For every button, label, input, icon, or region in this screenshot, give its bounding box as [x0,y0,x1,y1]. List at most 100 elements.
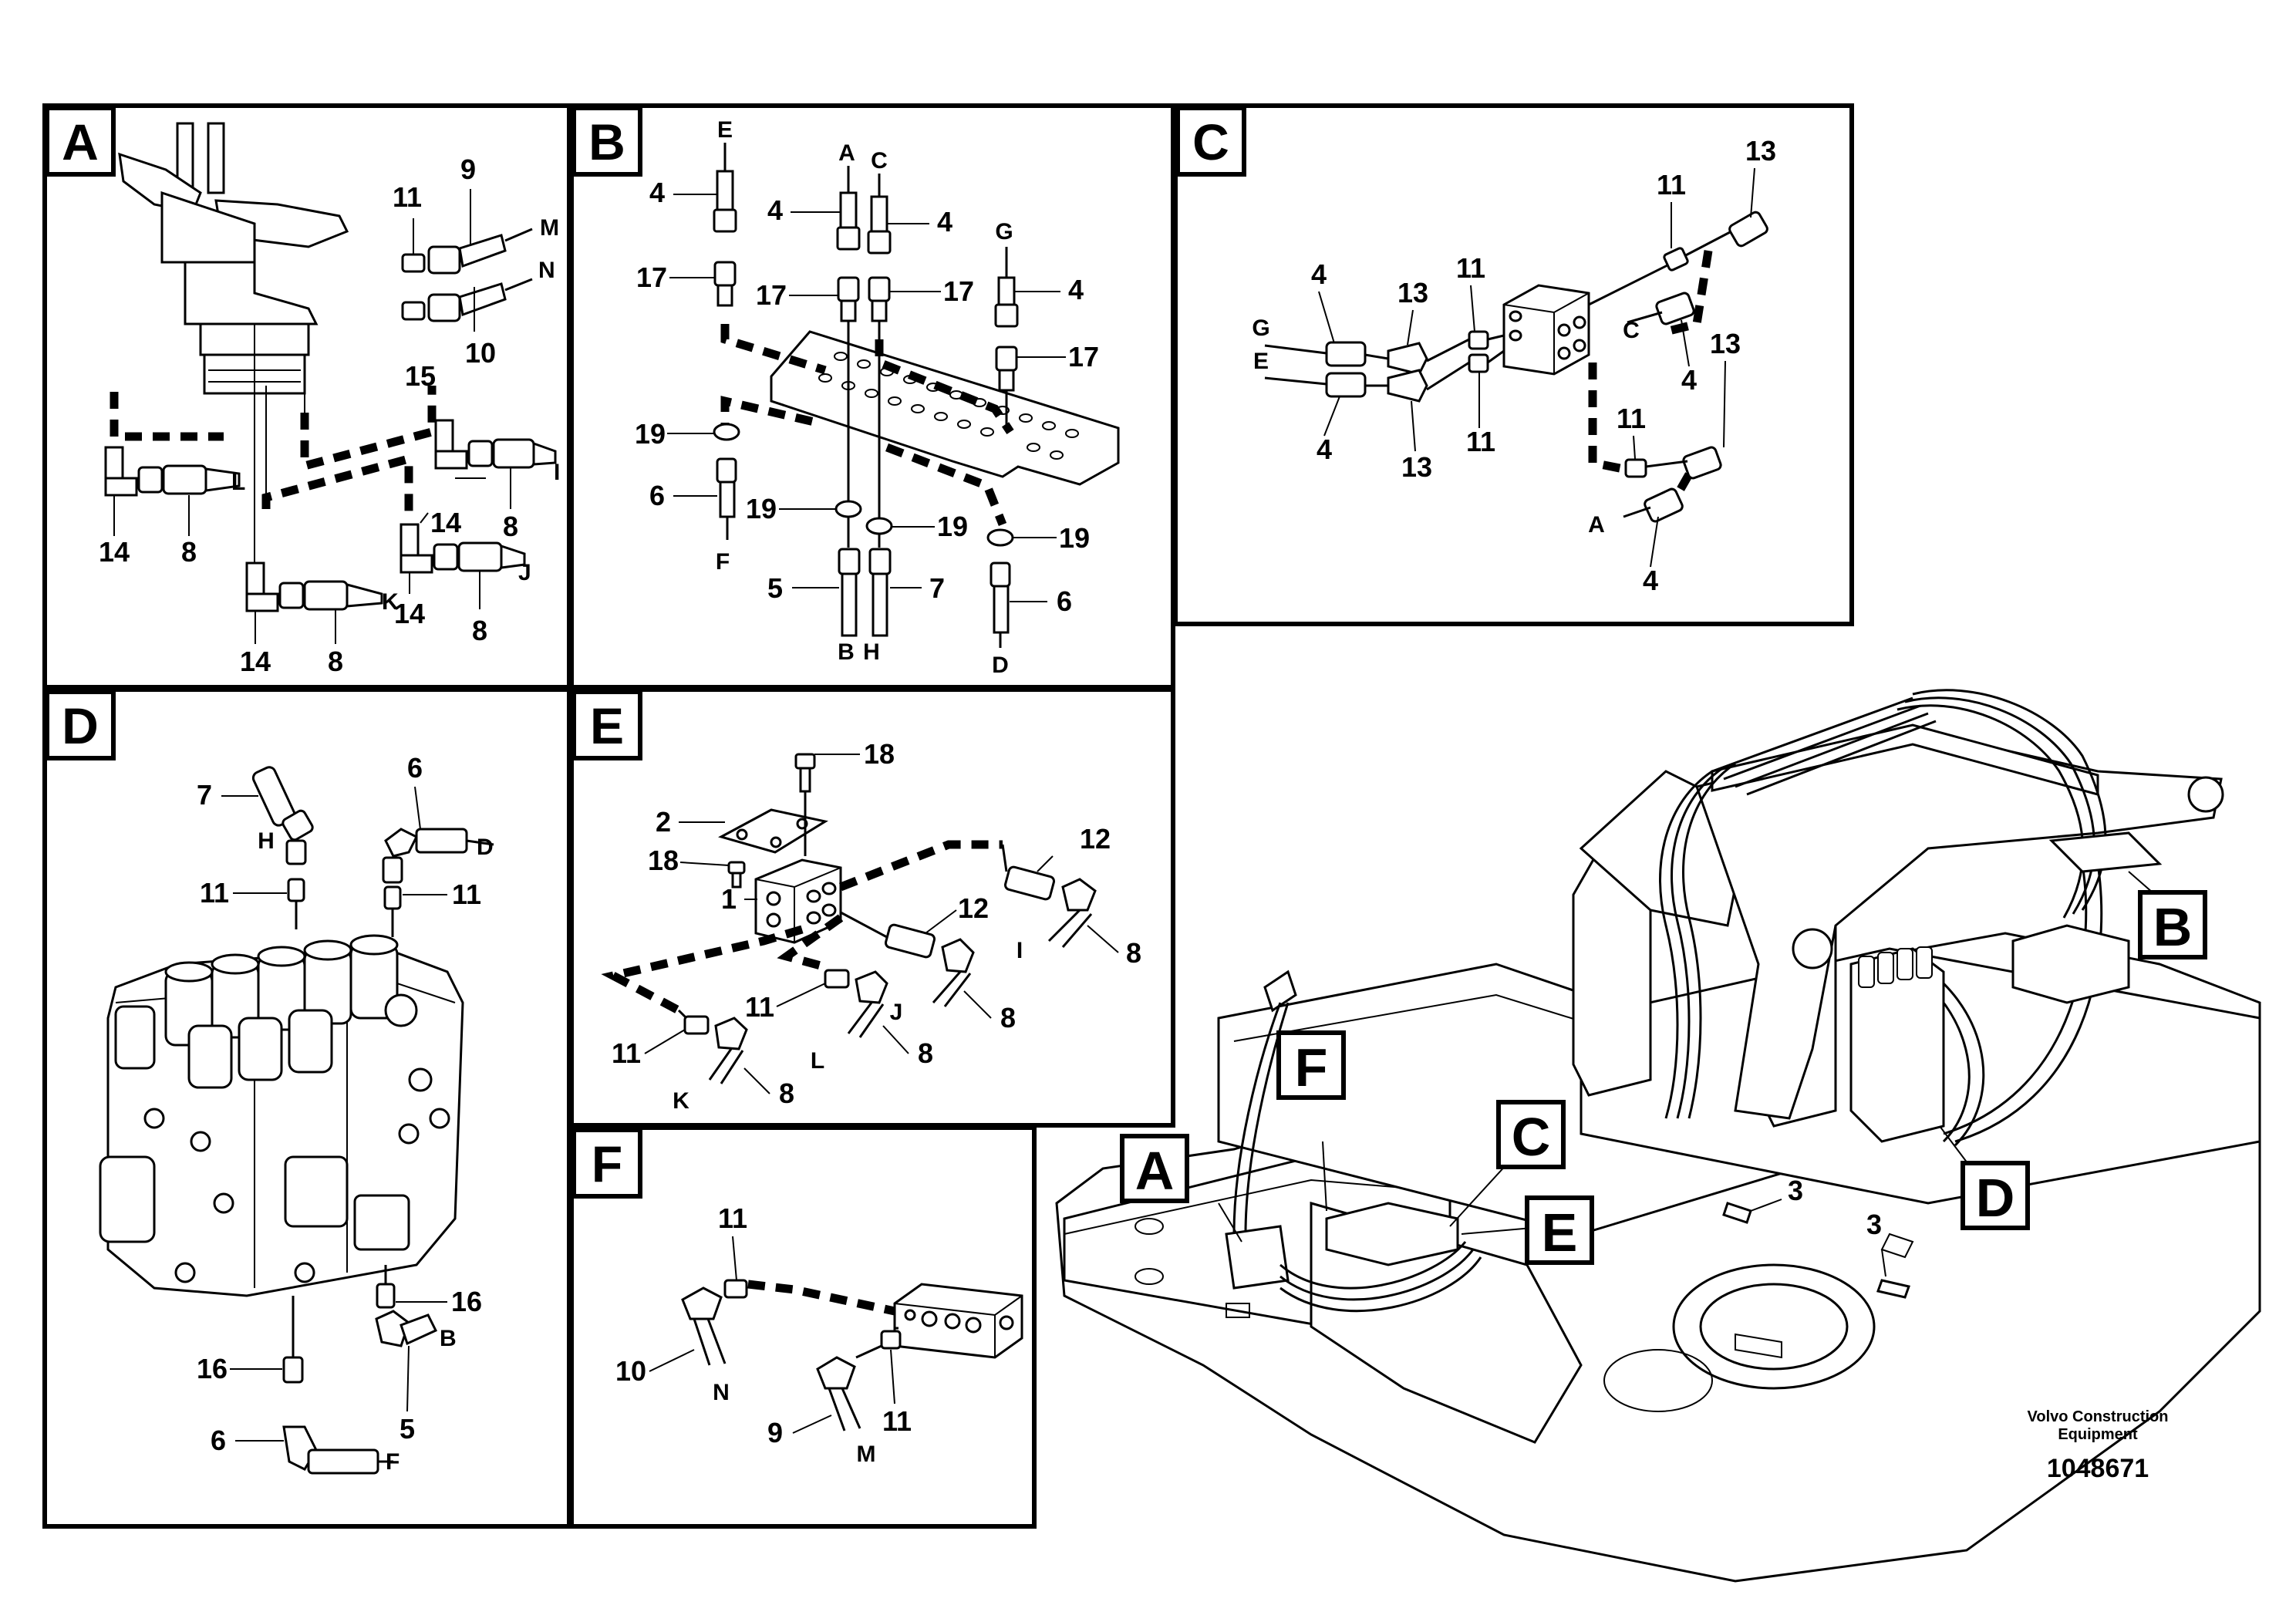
b-label-19-d: 19 [1059,522,1090,554]
fittings-a-top [401,189,533,332]
d-label-7: 7 [197,779,212,811]
panel-e-tag: E [590,697,624,754]
a-label-I: I [554,460,560,485]
b-label-4-d: 4 [1068,274,1084,305]
b-label-A: A [838,140,855,166]
overview-callout-a-box [1120,1134,1189,1203]
b-label-E: E [717,117,733,143]
e-label-12-a: 12 [1080,823,1111,855]
overview-callout-b-box [2138,890,2207,959]
panel-e: E 18 2 18 1 [569,687,1175,1128]
c-label-E: E [1253,349,1269,374]
f-label-11-a: 11 [718,1202,747,1234]
a-label-9: 9 [460,153,476,185]
c-block [1502,284,1590,376]
f-label-11-b: 11 [882,1405,912,1437]
panel-f-tag: F [592,1135,622,1192]
machine-overview: 3 3 A B C D E F [1055,689,2261,1583]
c-label-4-a: 4 [1311,258,1327,290]
d-fittings-bottom [282,1265,438,1475]
footer-company-line-1: Volvo Construction [2028,1408,2169,1425]
f-label-9: 9 [767,1417,783,1448]
d-label-B: B [440,1326,457,1351]
e-cover-plate [718,753,828,889]
b-label-6-a: 6 [649,480,665,511]
a-label-14-b: 14 [430,507,461,538]
e-label-12-b: 12 [958,892,989,924]
panel-a: A 11 9 M [42,103,571,690]
overview-callout-d: D [1976,1168,2015,1228]
a-label-14-a: 14 [99,536,130,568]
d-label-16-b: 16 [197,1353,228,1384]
panel-d-tag: D [62,697,99,754]
f-dash-1 [747,1280,896,1316]
panel-e-tag-box [571,690,642,760]
e-label-J: J [890,1000,903,1025]
f-label-M: M [857,1442,876,1467]
b-label-19-c: 19 [937,511,968,542]
b-label-4-c: 4 [937,206,952,238]
b-label-D: D [992,653,1009,678]
overview-callout-b: B [2153,897,2193,957]
c-label-11-d: 11 [1617,403,1646,434]
joystick-drawing [118,122,349,395]
overview-callout-c-box [1496,1100,1566,1169]
control-valve-drawing [99,934,464,1297]
a-label-8-b: 8 [503,511,518,542]
b-label-17-b: 17 [756,279,787,311]
b-label-17-d: 17 [1068,341,1099,373]
panel-f: F 11 10 N 9 11 [569,1125,1037,1529]
b-label-H: H [863,639,880,665]
c-label-13-d: 13 [1710,328,1741,359]
f-block [893,1283,1023,1359]
footer-drawing-number: 1048671 [2047,1454,2149,1483]
e-label-8-b: 8 [1000,1002,1016,1034]
c-label-4-b: 4 [1317,433,1332,465]
a-label-J: J [518,560,531,585]
e-label-8-c: 8 [918,1037,933,1069]
d-label-F: F [386,1449,400,1475]
d-label-11-b: 11 [452,878,481,910]
b-label-5: 5 [767,572,783,604]
f-label-N: N [713,1380,730,1405]
a-label-8-a: 8 [181,536,197,568]
panel-a-tag-box [45,106,116,177]
e-label-L: L [811,1048,824,1074]
a-dash-2 [300,386,437,472]
panel-c-tag: C [1192,113,1229,170]
overview-callout-f-box [1276,1030,1346,1100]
c-label-C: C [1623,318,1640,343]
e-label-11-a: 11 [745,991,774,1023]
c-label-11-b: 11 [1456,252,1485,284]
e-dash-2 [601,925,804,1014]
panel-c-tag-box [1175,106,1246,177]
panel-c-frame [1173,103,1854,626]
fittings-a-j [400,523,526,574]
a-label-K: K [382,589,399,615]
overview-part-3-a: 3 [1788,1175,1803,1206]
b-lower-fittings [713,423,1014,648]
b-label-4-b: 4 [767,194,783,226]
a-dash-1 [110,392,224,441]
e-dash-1 [838,840,1003,892]
overview-part-3-b: 3 [1866,1209,1882,1240]
a-label-11: 11 [393,181,422,213]
c-label-13-c: 13 [1401,451,1432,483]
panel-a-tag: A [62,113,99,170]
b-label-6-b: 6 [1057,585,1072,617]
overview-callout-d-box [1961,1161,2030,1230]
b-dash-4 [885,443,1007,527]
a-dash-3 [261,453,413,513]
c-label-A: A [1588,512,1605,538]
c-label-4-c: 4 [1681,364,1697,396]
a-label-14-c: 14 [394,598,425,629]
b-label-17-c: 17 [943,275,974,307]
overview-callout-a: A [1135,1141,1175,1201]
d-fittings-top [251,766,494,937]
c-label-11-a: 11 [1657,169,1686,201]
overview-callout-e: E [1542,1202,1578,1263]
c-fittings [1325,211,1768,403]
fittings-a-left [104,446,241,497]
b-label-17-a: 17 [636,261,667,293]
panel-d: D [42,687,571,1529]
